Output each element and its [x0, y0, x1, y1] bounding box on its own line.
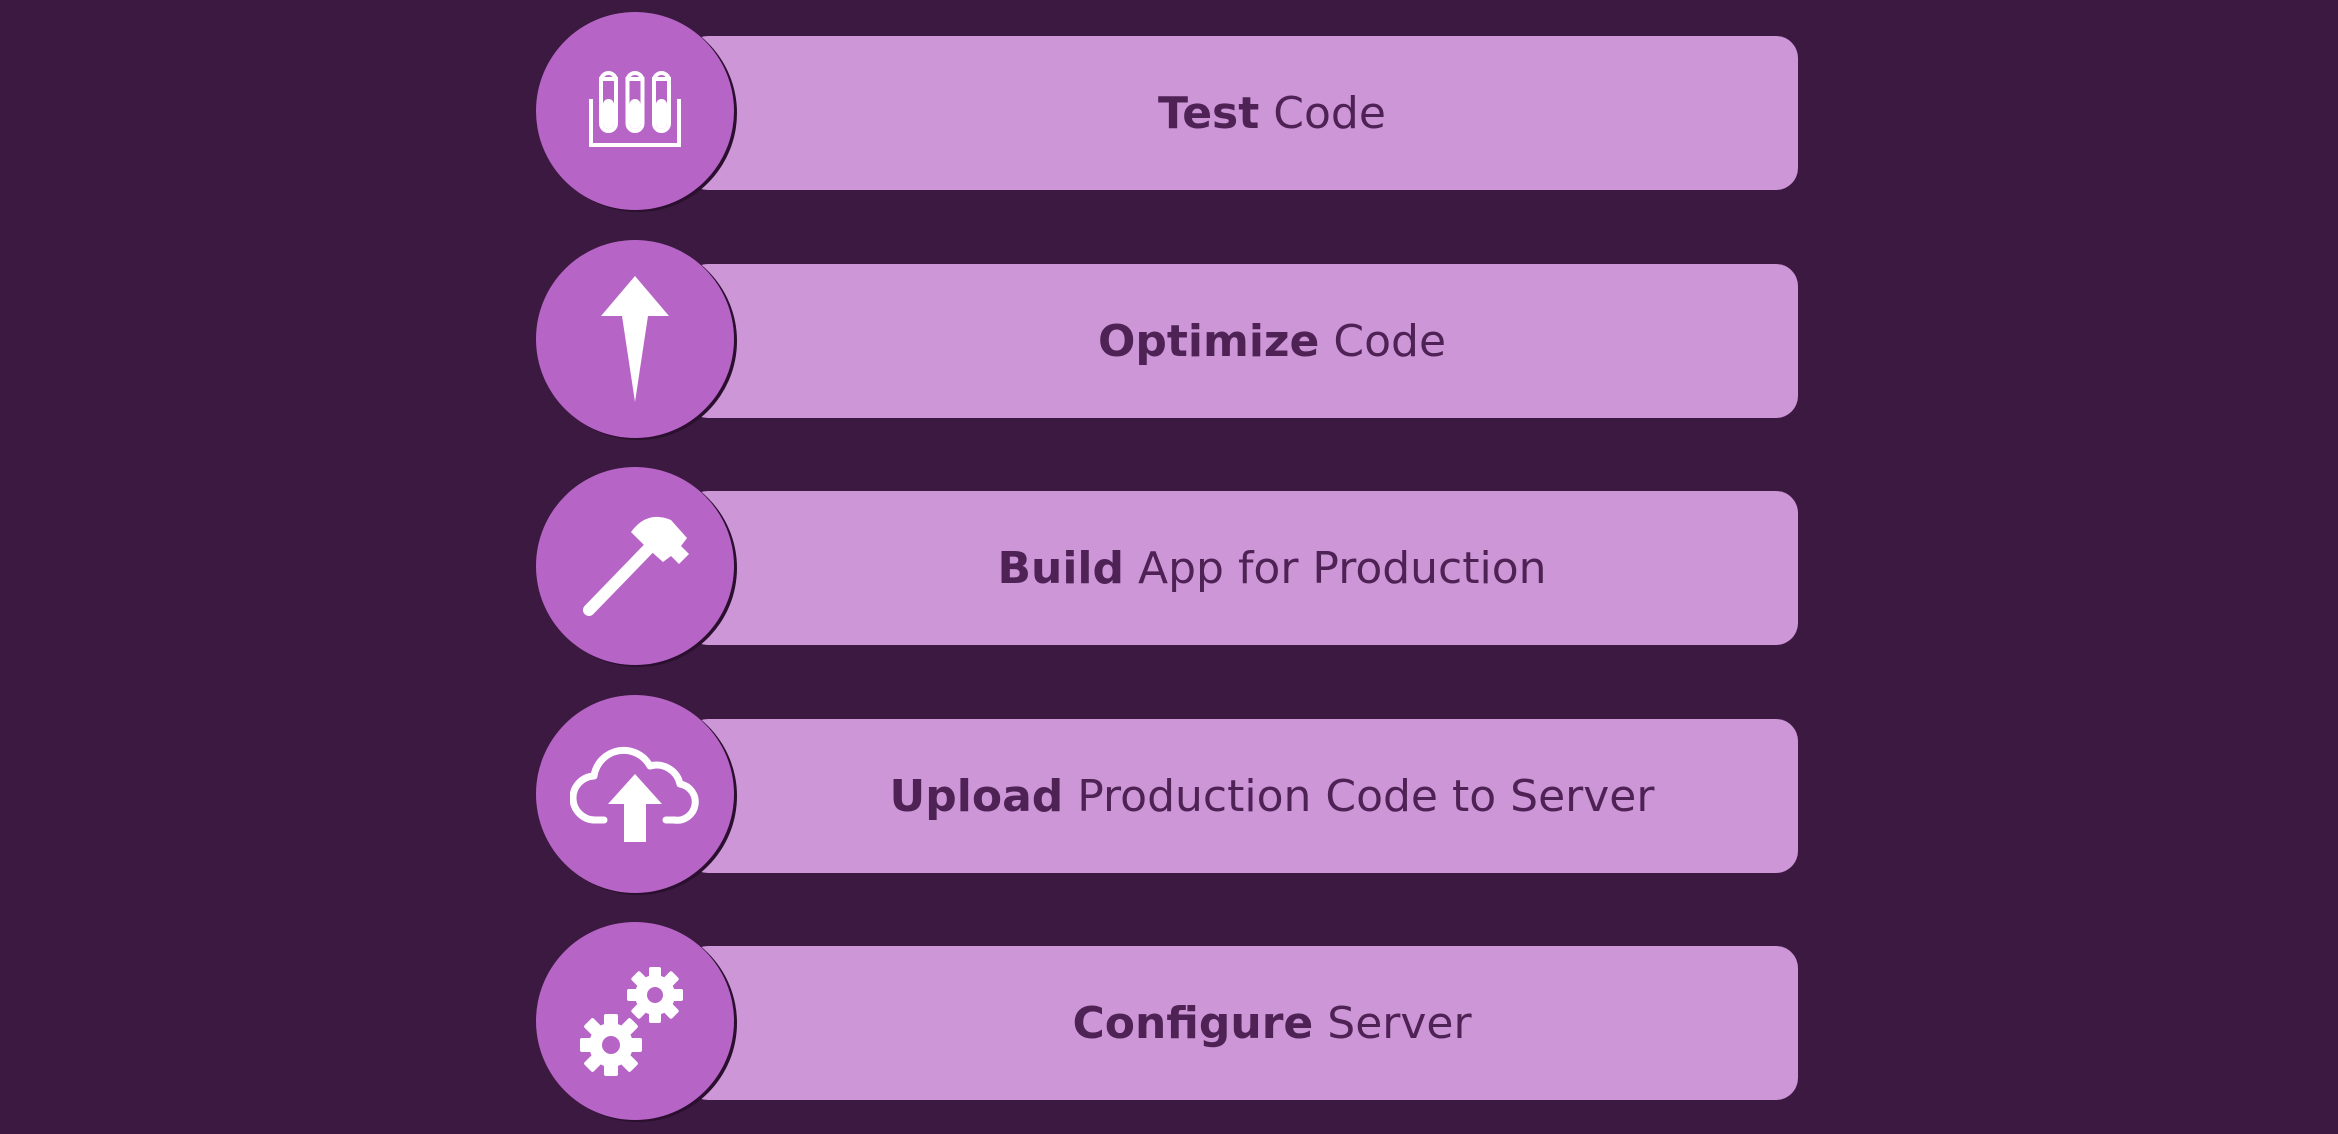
step-label-strong: Configure — [1072, 997, 1314, 1049]
step-label-rest: App for Production — [1138, 542, 1547, 594]
step-label-rest: Code — [1273, 87, 1386, 139]
gears-icon — [580, 967, 683, 1076]
step-label-rest: Code — [1333, 315, 1447, 367]
step-bar: Configure Server — [686, 946, 1798, 1100]
step-upload-code: Upload Production Code to Server — [536, 695, 1798, 895]
arrow-up-icon — [601, 276, 669, 402]
step-label-rest: Production Code to Server — [1077, 770, 1655, 822]
hammer-icon — [583, 516, 689, 616]
step-label-strong: Optimize — [1097, 315, 1320, 367]
step-label: Test Code — [686, 36, 1798, 190]
step-test-code: Test Code — [536, 12, 1798, 212]
step-configure-server: Configure Server — [536, 922, 1798, 1122]
step-icon-circle — [536, 12, 734, 210]
step-optimize-code: Optimize Code — [536, 240, 1798, 440]
step-label-strong: Build — [997, 542, 1124, 594]
step-label: Upload Production Code to Server — [686, 719, 1798, 873]
step-label: Configure Server — [686, 946, 1798, 1100]
step-bar: Optimize Code — [686, 264, 1798, 418]
step-icon-circle — [536, 922, 734, 1120]
step-icon-circle — [536, 695, 734, 893]
step-label: Build App for Production — [686, 491, 1798, 645]
step-icon-circle — [536, 240, 734, 438]
step-build-app: Build App for Production — [536, 467, 1798, 667]
step-label-strong: Test — [1158, 87, 1260, 139]
step-bar: Upload Production Code to Server — [686, 719, 1798, 873]
step-label-strong: Upload — [889, 770, 1064, 822]
step-label: Optimize Code — [686, 264, 1798, 418]
step-bar: Test Code — [686, 36, 1798, 190]
step-label-rest: Server — [1327, 997, 1472, 1049]
step-icon-circle — [536, 467, 734, 665]
cloud-upload-icon — [570, 746, 699, 842]
test-tubes-icon — [589, 71, 681, 147]
step-bar: Build App for Production — [686, 491, 1798, 645]
